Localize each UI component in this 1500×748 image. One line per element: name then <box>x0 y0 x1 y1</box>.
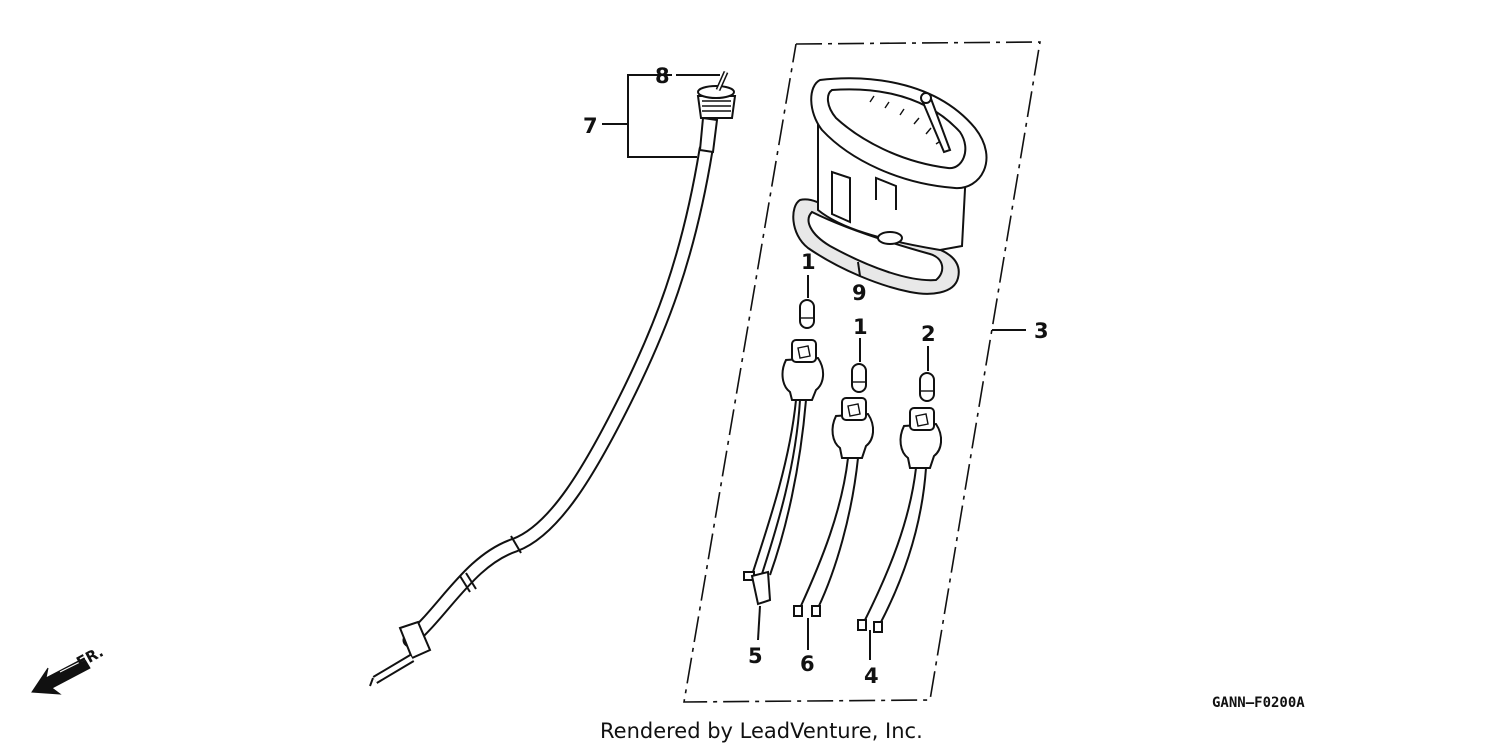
callout-5: 5 <box>748 644 763 668</box>
assembly-outline <box>683 41 1041 703</box>
callout-bracket-7-8 <box>602 74 720 158</box>
bulb-2-right <box>919 372 935 402</box>
socket-wire-middle <box>793 397 874 617</box>
speedometer-cable <box>369 70 737 687</box>
socket-wire-right <box>857 407 942 633</box>
front-direction-arrow-icon <box>31 657 91 695</box>
leader-lines <box>757 261 1026 660</box>
callout-8: 8 <box>655 64 670 88</box>
socket-wire-left <box>743 339 824 606</box>
callout-6: 6 <box>800 652 815 676</box>
render-credit: Rendered by LeadVenture, Inc. <box>600 719 923 743</box>
callout-3: 3 <box>1034 319 1049 343</box>
callout-1-middle: 1 <box>853 315 868 339</box>
bulb-1-middle <box>851 363 867 393</box>
speedometer-head <box>792 77 988 295</box>
callout-1-left: 1 <box>801 250 816 274</box>
bulb-1-left <box>799 299 815 329</box>
callout-9: 9 <box>852 281 867 305</box>
callout-7: 7 <box>583 114 598 138</box>
callout-2: 2 <box>921 322 936 346</box>
callout-4: 4 <box>864 664 879 688</box>
diagram-code: GANN–F0200A <box>1212 695 1305 711</box>
